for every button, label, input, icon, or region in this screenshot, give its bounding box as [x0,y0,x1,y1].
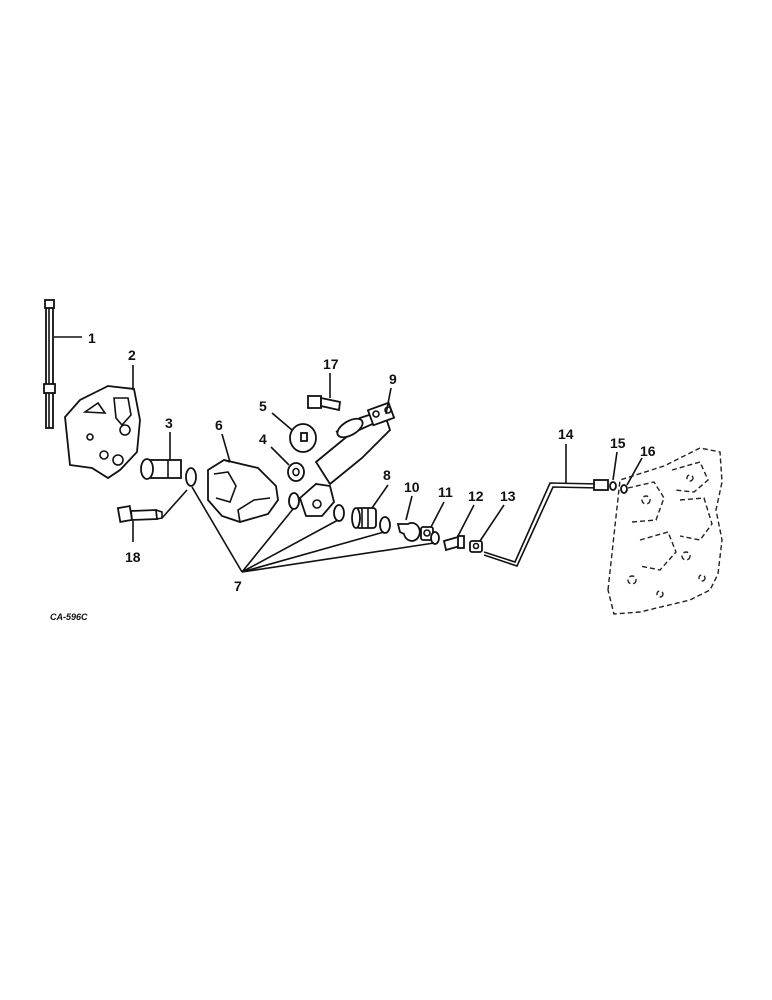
leader-8 [371,484,389,509]
leaders-7 [191,486,435,573]
part-17-bolt [307,395,341,412]
part-10-snap-ring [396,522,421,542]
callout-16: 16 [640,443,656,459]
leader-11 [430,501,445,528]
callout-13: 13 [500,488,516,504]
callout-10: 10 [404,479,420,495]
callout-2: 2 [128,347,136,363]
callout-7: 7 [234,578,242,594]
leader-16 [626,457,643,486]
leader-4 [270,446,290,466]
callout-6: 6 [215,417,223,433]
part-12-screw [442,535,465,552]
callout-11: 11 [438,484,453,500]
figure-code: CA-596C [50,612,88,622]
callout-8: 8 [383,467,391,483]
part-2-plate [64,385,141,480]
callout-9: 9 [389,371,397,387]
part-4-washer [287,462,305,482]
callout-15: 15 [610,435,626,451]
callout-4: 4 [259,431,267,447]
leader-13 [479,504,505,542]
leader-15 [612,451,618,481]
part-7-oring-d [379,516,391,534]
part-16-oring [620,484,628,494]
callout-17: 17 [323,356,339,372]
part-13-fitting [469,540,483,553]
leader-12 [457,504,475,537]
callout-12: 12 [468,488,484,504]
callout-14: 14 [558,426,574,442]
part-7-oring-a [185,467,197,487]
leader-6 [221,433,231,463]
callout-5: 5 [259,398,267,414]
callout-18: 18 [125,549,141,565]
leader-18b [161,489,188,519]
part-6-housing [207,459,279,523]
part-1-rod [43,299,56,429]
part-14-tube [483,479,609,567]
part-15-oring [609,481,617,491]
part-7-oring-b [288,492,300,510]
part-18-bolt [116,505,163,523]
mounting-housing-dashed [607,447,723,615]
part-9-cylinder [298,401,396,517]
leader-5 [271,412,293,431]
callout-3: 3 [165,415,173,431]
part-11-nut [420,526,434,541]
part-5-disc [289,423,317,453]
leader-9 [385,387,392,415]
part-8-sleeve [351,507,377,529]
part-7-oring-c [333,504,345,522]
part-3-pin [140,458,182,480]
callout-1: 1 [88,330,96,346]
part-7-oring-e [430,531,440,545]
leader-10 [405,495,413,521]
